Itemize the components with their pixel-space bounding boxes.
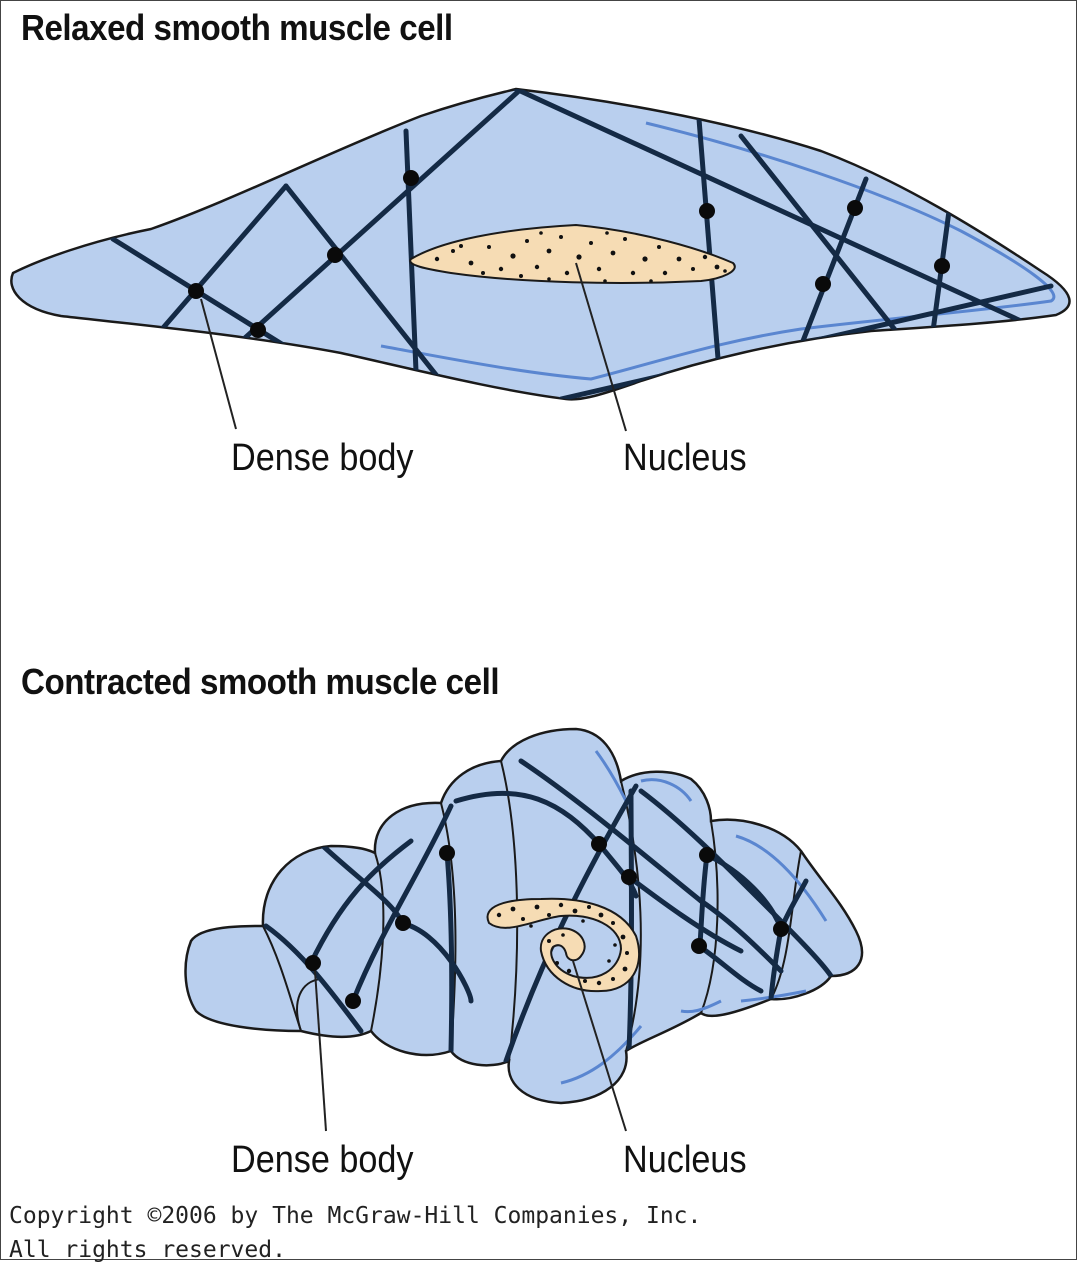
dense-body-dot xyxy=(621,869,637,885)
contracted-cell xyxy=(186,729,862,1131)
dense-body-dot xyxy=(439,845,455,861)
dense-body-dot xyxy=(250,322,266,338)
relaxed-dense-body-label: Dense body xyxy=(231,437,414,480)
relaxed-cell xyxy=(11,89,1069,431)
dense-body-dot xyxy=(847,200,863,216)
dense-body-dot xyxy=(305,955,321,971)
dense-body-dot xyxy=(403,170,419,186)
dense-body-dot xyxy=(345,993,361,1009)
dense-body-dot xyxy=(691,938,707,954)
dense-body-dot xyxy=(815,276,831,292)
dense-body-dot xyxy=(934,258,950,274)
relaxed-nucleus-label: Nucleus xyxy=(623,437,747,480)
dense-body-dot xyxy=(699,203,715,219)
dense-body-dot xyxy=(591,836,607,852)
dense-body-dot xyxy=(327,247,343,263)
copyright-notice: Copyright ©2006 by The McGraw-Hill Compa… xyxy=(9,1199,701,1267)
dense-body-dot xyxy=(395,915,411,931)
dense-body-dot xyxy=(699,847,715,863)
contracted-dense-body-label: Dense body xyxy=(231,1139,414,1182)
dense-body-dot xyxy=(773,921,789,937)
dense-body-dot xyxy=(188,283,204,299)
contracted-nucleus-label: Nucleus xyxy=(623,1139,747,1182)
copyright-line: Copyright ©2006 by The McGraw-Hill Compa… xyxy=(9,1199,701,1233)
